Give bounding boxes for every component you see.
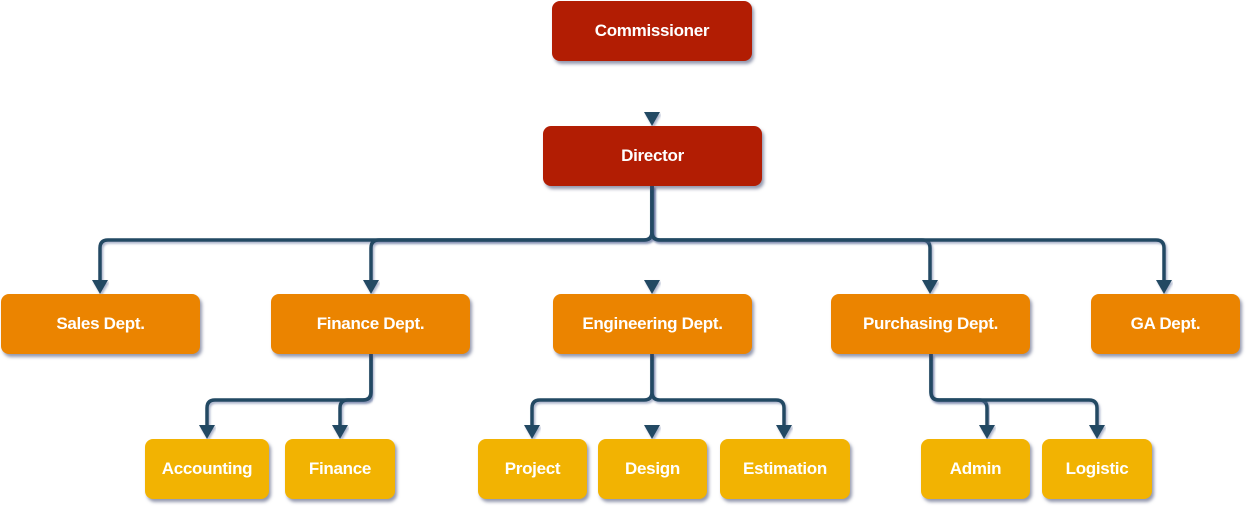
node-commissioner[interactable]: Commissioner [552,1,752,61]
node-label: Finance Dept. [316,314,425,333]
engineering-estimation-connector [650,354,786,427]
node-label: Commissioner [594,21,710,40]
node-label: Finance [308,459,372,478]
finance-accounting-arrow-icon [199,425,215,439]
node-label: GA Dept. [1130,314,1201,333]
node-director[interactable]: Director [543,126,762,186]
engineering-project-arrow-icon [524,425,540,439]
engineering-design-arrow-icon [644,425,660,439]
engineering-project-connector [530,354,654,427]
node-accounting[interactable]: Accounting [145,439,269,499]
engineering-estimation-arrow-icon [776,425,792,439]
director-engineering-arrow-icon [644,280,660,294]
node-admin[interactable]: Admin [921,439,1030,499]
node-label: Sales Dept. [56,314,145,333]
node-label: Director [621,146,684,165]
node-label: Estimation [743,459,827,478]
director-purchasing-connector [650,186,932,282]
node-sales-dept[interactable]: Sales Dept. [1,294,200,354]
node-label: Accounting [161,459,253,478]
director-finance-dept-connector [369,186,654,282]
node-label: Design [625,459,680,478]
purchasing-admin-arrow-icon [979,425,995,439]
director-finance-dept-arrow-icon [363,280,379,294]
node-label: Project [504,459,561,478]
node-project[interactable]: Project [478,439,587,499]
director-sales-connector [98,186,654,282]
purchasing-admin-connector [929,354,989,427]
finance-finance-arrow-icon [332,425,348,439]
node-purchasing-dept[interactable]: Purchasing Dept. [831,294,1030,354]
node-label: Engineering Dept. [582,314,723,333]
node-finance[interactable]: Finance [285,439,395,499]
node-ga-dept[interactable]: GA Dept. [1091,294,1240,354]
node-label: Logistic [1065,459,1129,478]
node-engineering-dept[interactable]: Engineering Dept. [553,294,752,354]
node-logistic[interactable]: Logistic [1042,439,1152,499]
finance-finance-connector [338,354,373,427]
node-estimation[interactable]: Estimation [720,439,850,499]
purchasing-logistic-arrow-icon [1089,425,1105,439]
node-finance-dept[interactable]: Finance Dept. [271,294,470,354]
purchasing-logistic-connector [929,354,1099,427]
commissioner-director-arrow-icon [644,112,660,126]
node-design[interactable]: Design [598,439,707,499]
director-sales-arrow-icon [92,280,108,294]
director-ga-connector [650,186,1166,282]
director-ga-arrow-icon [1156,280,1172,294]
director-purchasing-arrow-icon [922,280,938,294]
node-label: Purchasing Dept. [862,314,998,333]
node-label: Admin [949,459,1002,478]
finance-accounting-connector [205,354,373,427]
